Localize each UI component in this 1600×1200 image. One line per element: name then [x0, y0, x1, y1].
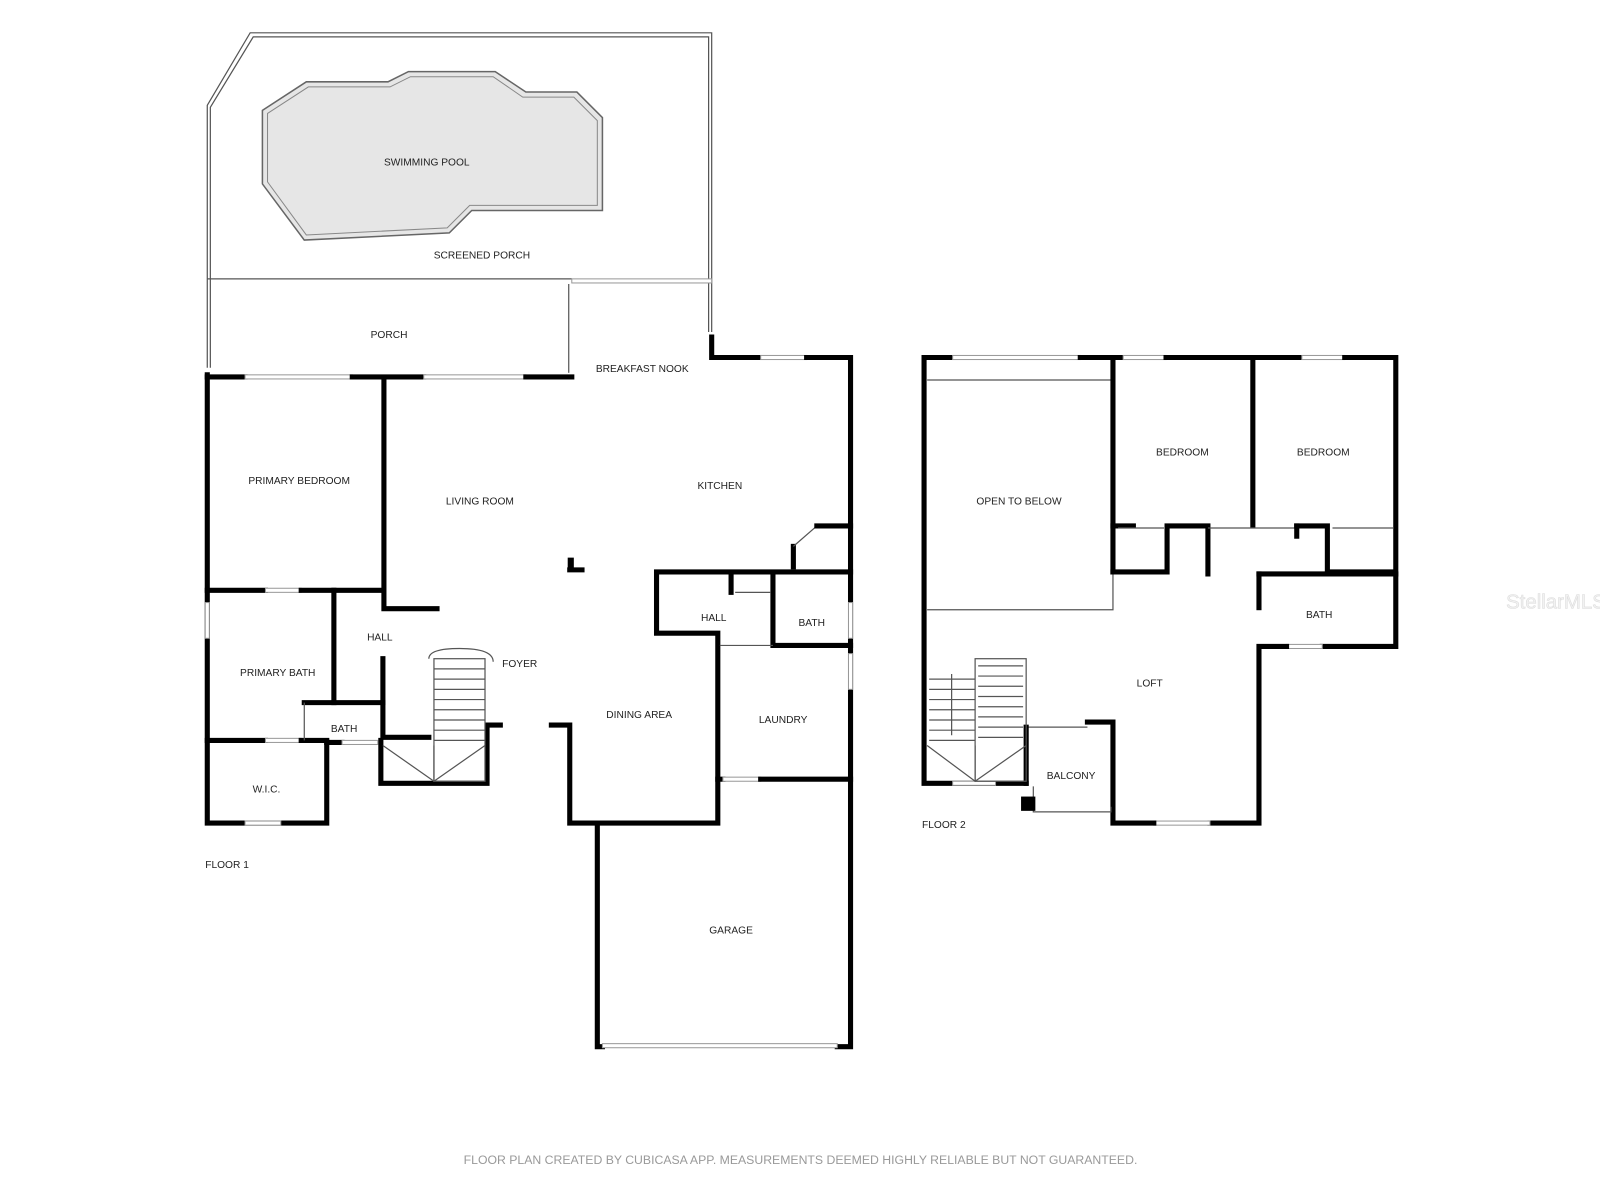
room-label-open-to-below: OPEN TO BELOW: [976, 497, 1062, 508]
room-label-bedroom: BEDROOM: [1297, 448, 1350, 459]
floor2-label: FLOOR 2: [922, 820, 966, 831]
room-label-swimming-pool: SWIMMING POOL: [384, 158, 470, 169]
room-label-porch: PORCH: [371, 330, 408, 341]
room-label-laundry: LAUNDRY: [759, 715, 808, 726]
room-label-bath: BATH: [799, 618, 825, 629]
floor1-stairs: [382, 647, 494, 782]
room-label-dining-area: DINING AREA: [606, 710, 672, 721]
screened-porch-outline: [206, 32, 713, 373]
room-label-hall: HALL: [367, 632, 393, 643]
floor2-stairs: [926, 658, 1027, 782]
floor2-walls: [921, 354, 1399, 826]
floor1-walls: [204, 334, 854, 1050]
swimming-pool: [261, 70, 604, 241]
room-label-balcony: BALCONY: [1047, 771, 1096, 782]
room-label-foyer: FOYER: [502, 659, 537, 670]
room-label-primary-bedroom: PRIMARY BEDROOM: [248, 476, 350, 487]
room-label-living-room: LIVING ROOM: [446, 497, 514, 508]
room-label-loft: LOFT: [1137, 678, 1163, 689]
room-label-wic: W.I.C.: [253, 784, 281, 795]
swimming-pool-inner: [267, 76, 598, 236]
room-label-garage: GARAGE: [709, 925, 753, 936]
room-label-bath: BATH: [331, 724, 357, 735]
room-label-bath: BATH: [1306, 610, 1332, 621]
floor1-label: FLOOR 1: [205, 860, 249, 871]
room-label-primary-bath: PRIMARY BATH: [240, 668, 315, 679]
room-label-kitchen: KITCHEN: [697, 481, 742, 492]
room-label-breakfast-nook: BREAKFAST NOOK: [596, 364, 689, 375]
room-label-screened-porch: SCREENED PORCH: [434, 250, 530, 261]
room-label-hall: HALL: [701, 613, 727, 624]
footer-disclaimer: FLOOR PLAN CREATED BY CUBICASA APP. MEAS…: [464, 1153, 1138, 1167]
watermark-logo: StellarMLS: [1506, 592, 1600, 614]
room-label-bedroom: BEDROOM: [1156, 448, 1209, 459]
